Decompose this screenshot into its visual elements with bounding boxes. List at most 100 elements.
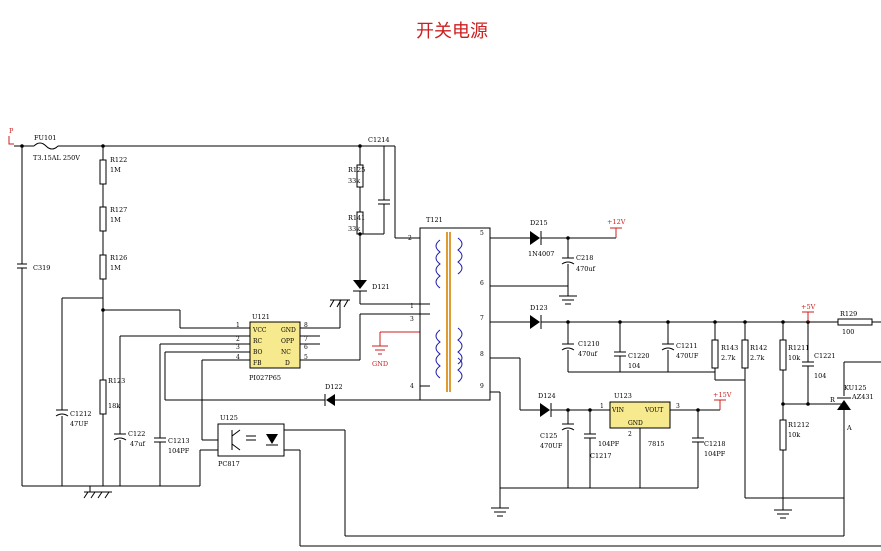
svg-text:47uf: 47uf	[130, 440, 145, 448]
capacitor-c218: C218 470uf	[561, 238, 596, 296]
svg-text:T121: T121	[426, 216, 443, 224]
svg-text:NC: NC	[281, 349, 291, 356]
svg-text:10k: 10k	[788, 431, 800, 439]
resistor-r125: R125 33k	[348, 164, 365, 188]
capacitor-c1217: 104PF C1217	[584, 410, 620, 488]
svg-text:C319: C319	[33, 264, 50, 272]
diode-d121: D121	[353, 280, 420, 305]
svg-text:5: 5	[480, 230, 484, 237]
svg-text:104PF: 104PF	[598, 440, 620, 448]
svg-text:FU101: FU101	[34, 134, 56, 142]
svg-text:5: 5	[304, 354, 308, 361]
svg-text:R142: R142	[750, 344, 767, 352]
net-15v: +15V	[713, 391, 732, 410]
svg-text:1M: 1M	[110, 216, 121, 224]
svg-text:1: 1	[236, 322, 240, 329]
svg-text:C1213: C1213	[168, 437, 190, 445]
svg-text:47UF: 47UF	[70, 420, 89, 428]
svg-text:100: 100	[842, 328, 854, 336]
resistor-r126: R126 1M	[99, 254, 127, 280]
svg-text:2.7k: 2.7k	[750, 354, 764, 362]
svg-text:D124: D124	[538, 392, 556, 400]
svg-text:GND: GND	[281, 327, 296, 334]
svg-text:D: D	[285, 360, 290, 367]
svg-text:1: 1	[600, 403, 604, 410]
svg-text:2: 2	[236, 336, 240, 343]
svg-text:470uf: 470uf	[578, 350, 598, 358]
capacitor-c1213: C1213 104PF	[154, 437, 190, 486]
svg-text:PI027P65: PI027P65	[249, 374, 281, 382]
optocoupler-u125: U125 PC817	[217, 414, 285, 468]
svg-text:C1212: C1212	[70, 410, 92, 418]
svg-text:VOUT: VOUT	[644, 407, 663, 414]
svg-text:C1221: C1221	[814, 352, 836, 360]
svg-text:VCC: VCC	[252, 327, 267, 334]
net-12v: +12V	[607, 218, 626, 238]
input-net: P	[8, 127, 14, 145]
gnd-symbol: GND	[372, 331, 420, 368]
svg-text:C218: C218	[576, 254, 593, 262]
resistor-r122: R122 1M	[99, 156, 127, 185]
svg-text:470uf: 470uf	[576, 265, 596, 273]
resistor-r143: R143 2.7k	[711, 322, 738, 380]
svg-text:7815: 7815	[648, 440, 665, 448]
svg-text:OPP: OPP	[281, 338, 294, 345]
diode-d123: D123	[530, 304, 548, 329]
svg-text:RC: RC	[253, 338, 263, 345]
svg-text:104: 104	[628, 362, 640, 370]
svg-text:FB: FB	[253, 360, 262, 367]
capacitor-c1212: C1212 47UF	[55, 409, 92, 486]
svg-text:3: 3	[236, 344, 240, 351]
svg-text:+15V: +15V	[713, 391, 732, 399]
svg-text:6: 6	[480, 280, 484, 287]
svg-text:+12V: +12V	[607, 218, 626, 226]
svg-text:U125: U125	[220, 414, 238, 422]
svg-text:9: 9	[480, 383, 484, 390]
svg-text:R126: R126	[110, 254, 127, 262]
capacitor-c319: C319	[17, 146, 50, 486]
svg-text:18k: 18k	[108, 402, 120, 410]
resistor-r141: R141 33k	[348, 211, 365, 235]
transformer-t121: T121 2 1 3 4 5 6 7 8 9	[408, 216, 491, 401]
capacitor-c1218: C1218 104PF	[692, 410, 726, 488]
svg-text:C1218: C1218	[704, 440, 726, 448]
svg-text:A: A	[846, 424, 852, 432]
svg-text:R127: R127	[110, 206, 127, 214]
svg-text:33k: 33k	[348, 177, 360, 185]
svg-text:R141: R141	[348, 214, 365, 222]
capacitor-c1221: C1221 104	[802, 322, 836, 404]
svg-text:1: 1	[410, 303, 414, 310]
resistor-r1212: R1212 10k	[779, 419, 809, 510]
net-5v: +5V	[801, 303, 816, 322]
fuse-fu101: FU101 T3.15AL 250V	[33, 134, 80, 162]
diagram-title: 开关电源	[416, 21, 488, 42]
ground-symbol-chip	[329, 299, 350, 308]
svg-text:33k: 33k	[348, 225, 360, 233]
svg-text:R123: R123	[108, 377, 125, 385]
svg-text:C1211: C1211	[676, 342, 698, 350]
ground-symbol-12v	[559, 295, 577, 305]
svg-text:C125: C125	[540, 432, 557, 440]
ground-symbol-15v	[491, 488, 509, 517]
capacitor-c1210: C1210 470uf	[561, 322, 600, 372]
svg-text:2: 2	[408, 235, 412, 242]
svg-text:BO: BO	[253, 349, 263, 356]
svg-text:7: 7	[304, 336, 308, 343]
svg-text:R125: R125	[348, 166, 365, 174]
resistor-r142: R142 2.7k	[741, 322, 767, 498]
svg-text:D121: D121	[372, 283, 390, 291]
shunt-regulator-ku125: KU125 AZ431 R A	[830, 361, 881, 498]
capacitor-c1220: C1220 104	[614, 322, 650, 372]
svg-text:AZ431: AZ431	[851, 393, 874, 401]
svg-text:VIN: VIN	[611, 407, 624, 414]
capacitor-c1214: C1214	[360, 136, 390, 235]
svg-text:GND: GND	[372, 360, 388, 368]
svg-text:4: 4	[410, 383, 414, 390]
svg-text:2.7k: 2.7k	[721, 354, 735, 362]
resistor-r129: R129 100	[837, 310, 873, 336]
capacitor-c1211: C1211 470UF	[661, 322, 699, 372]
ground-symbol-left	[83, 486, 112, 499]
svg-text:7: 7	[480, 315, 484, 322]
svg-text:104PF: 104PF	[168, 447, 190, 455]
ic-u121: U121 PI027P65 VCC RC BO FB GND OPP NC D …	[236, 313, 308, 382]
